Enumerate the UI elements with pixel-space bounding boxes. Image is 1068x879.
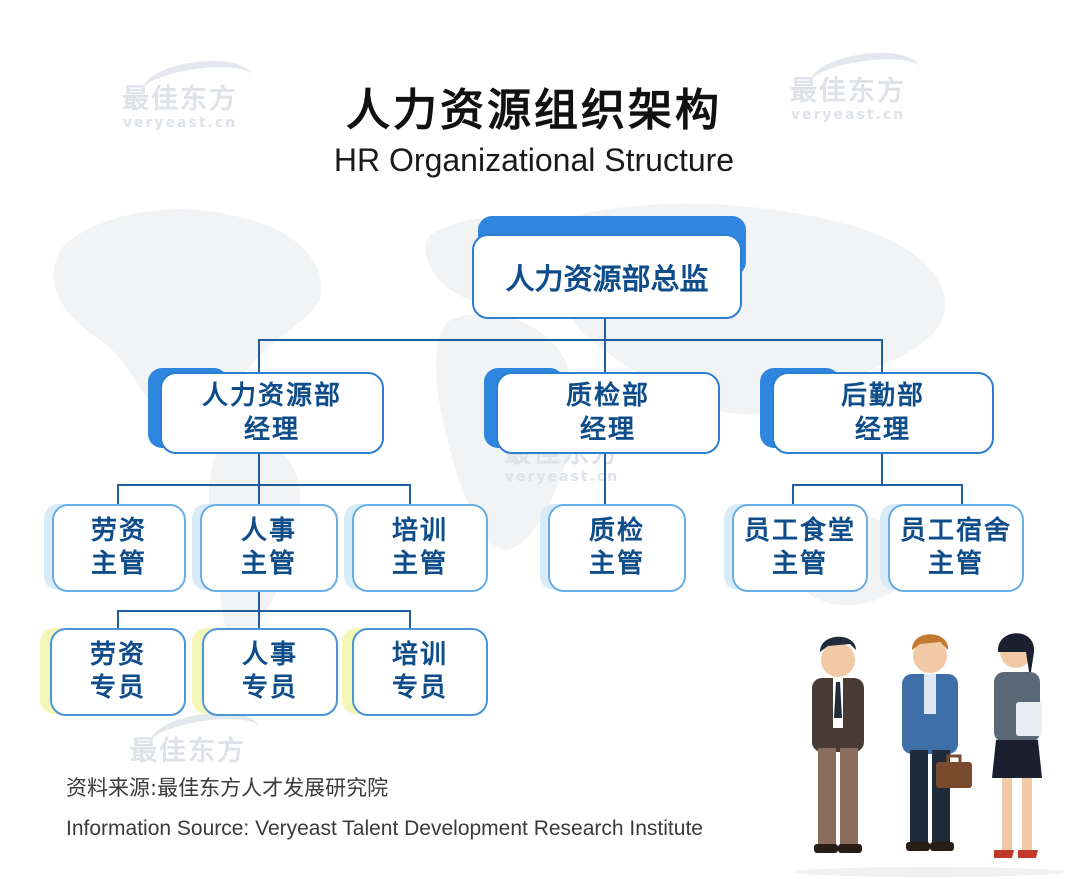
node-label: 后勤部 — [840, 381, 925, 411]
connector-line — [604, 453, 606, 504]
watermark: 最佳东方 — [130, 706, 263, 765]
connector-line — [604, 339, 606, 373]
node-label: 员工宿舍 — [899, 516, 1012, 546]
connector-line — [409, 484, 411, 504]
node-label: 经理 — [579, 415, 636, 445]
node-qc-supervisor: 质检主管 — [540, 500, 686, 592]
connector-line — [258, 590, 260, 611]
node-hr-director: 人力资源部总监 — [472, 216, 746, 319]
business-people-illustration — [795, 633, 1065, 877]
man-in-brown-suit-figure — [812, 636, 864, 853]
source-note-en: Information Source: Veryeast Talent Deve… — [66, 817, 703, 840]
node-training-supervisor: 培训主管 — [344, 500, 488, 592]
page-subtitle: HR Organizational Structure — [333, 142, 735, 178]
watermark: 最佳东方 veryeast.cn — [122, 54, 255, 130]
man-in-blue-suit-figure — [902, 634, 972, 851]
connector-line — [409, 610, 411, 628]
node-label: 主管 — [771, 549, 828, 579]
connector-line — [881, 339, 883, 373]
node-qc-manager: 质检部经理 — [484, 368, 720, 454]
node-label: 专员 — [241, 673, 298, 703]
node-label: 主管 — [391, 549, 448, 579]
node-label: 专员 — [391, 673, 448, 703]
source-note-cn: 资料来源:最佳东方人才发展研究院 — [66, 776, 389, 800]
node-label: 劳资 — [90, 516, 147, 546]
node-label: 人力资源部 — [201, 381, 342, 411]
node-label: 员工食堂 — [743, 516, 856, 546]
connector-line — [117, 484, 411, 486]
node-logistics-manager: 后勤部经理 — [760, 368, 994, 454]
connector-line — [258, 610, 260, 628]
node-label: 主管 — [927, 549, 984, 579]
node-training-specialist: 培训专员 — [342, 624, 488, 716]
node-label: 主管 — [240, 549, 297, 579]
node-dorm-supervisor: 员工宿舍主管 — [880, 500, 1024, 592]
node-personnel-specialist: 人事专员 — [192, 624, 338, 716]
connector-line — [258, 484, 260, 504]
node-label: 人事 — [241, 640, 298, 670]
node-label: 主管 — [588, 549, 645, 579]
connector-line — [604, 318, 606, 340]
node-label: 主管 — [90, 549, 147, 579]
node-label: 劳资 — [89, 640, 146, 670]
page-title: 人力资源组织架构 — [346, 85, 722, 136]
node-labor-specialist: 劳资专员 — [40, 624, 186, 716]
connector-line — [117, 610, 119, 628]
node-hr-manager: 人力资源部经理 — [148, 368, 384, 454]
watermark: 最佳东方 veryeast.cn — [790, 46, 923, 122]
connector-line — [792, 484, 963, 486]
woman-in-grey-suit-figure — [992, 633, 1042, 858]
connector-line — [258, 453, 260, 485]
node-label: 人力资源部总监 — [505, 261, 709, 296]
node-labor-supervisor: 劳资主管 — [44, 500, 186, 592]
node-label: 专员 — [89, 673, 146, 703]
connector-line — [258, 339, 260, 373]
connector-line — [258, 339, 883, 341]
connector-line — [117, 484, 119, 504]
connector-line — [117, 610, 411, 612]
connector-line — [881, 453, 883, 485]
node-personnel-supervisor: 人事主管 — [192, 500, 338, 592]
connector-line — [961, 484, 963, 504]
node-label: 经理 — [243, 415, 300, 445]
node-label: 培训 — [391, 516, 448, 546]
node-label: 经理 — [854, 415, 911, 445]
connector-line — [792, 484, 794, 504]
node-label: 质检部 — [565, 381, 650, 411]
node-label: 质检 — [588, 516, 645, 546]
node-label: 培训 — [391, 640, 448, 670]
node-canteen-supervisor: 员工食堂主管 — [724, 500, 868, 592]
node-label: 人事 — [240, 516, 297, 546]
